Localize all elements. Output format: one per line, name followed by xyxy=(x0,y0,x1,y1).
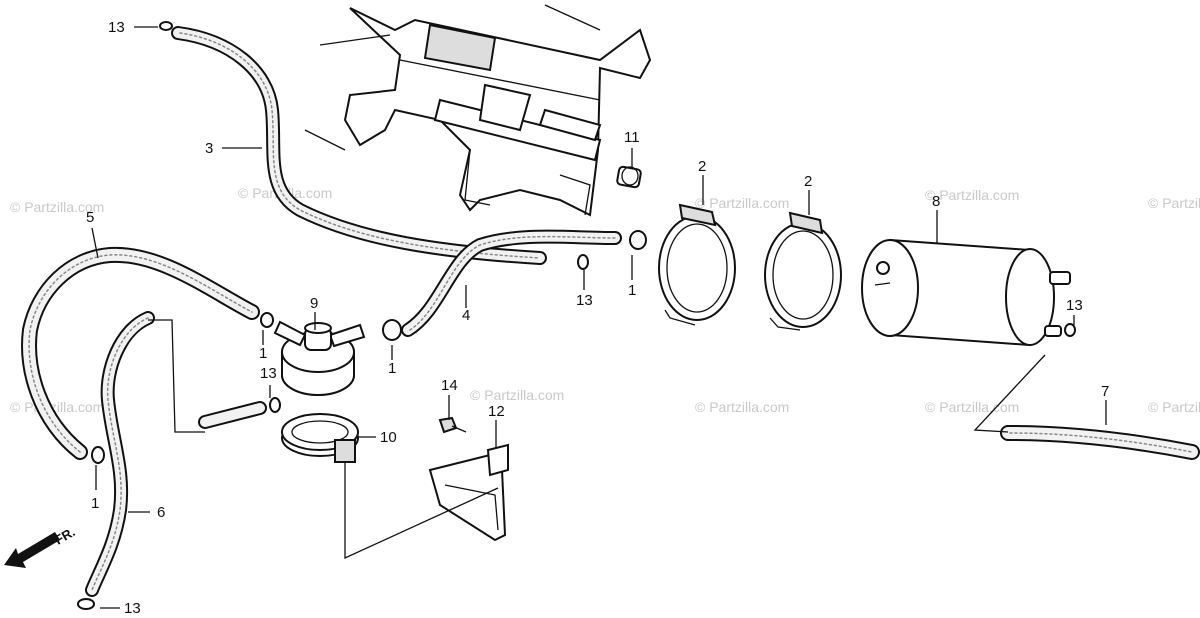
callout-1: 1 xyxy=(628,282,636,299)
clamp-icon xyxy=(577,254,589,270)
clamps xyxy=(77,21,1076,610)
frame-bracket xyxy=(304,4,652,217)
pump-holder-10 xyxy=(281,413,359,463)
fuel-filter-8 xyxy=(861,238,1071,347)
callout-13: 13 xyxy=(260,365,277,382)
joint-11 xyxy=(616,165,642,189)
hose-7 xyxy=(1000,425,1200,460)
watermark: © Partzilla.com xyxy=(1148,195,1200,211)
front-direction-marker: FR. xyxy=(4,524,78,568)
callout-12: 12 xyxy=(488,403,505,420)
callout-14: 14 xyxy=(441,377,458,394)
hose-6 xyxy=(85,311,155,597)
watermark: © Partzilla.com xyxy=(925,187,1019,203)
fuel-pump-9 xyxy=(273,320,366,396)
callout-13: 13 xyxy=(576,292,593,309)
clamp-icon xyxy=(159,21,173,31)
callout-13: 13 xyxy=(1066,297,1083,314)
hose-3 xyxy=(171,26,547,265)
clamp-icon xyxy=(1064,323,1076,337)
hose-5 xyxy=(21,246,260,460)
callout-1: 1 xyxy=(388,360,396,377)
callouts: 13 3 5 11 2 2 8 13 1 4 9 1 1 13 14 12 10… xyxy=(86,19,1109,617)
callout-13: 13 xyxy=(108,19,125,36)
callout-10: 10 xyxy=(380,429,397,446)
band-2-left xyxy=(658,203,736,326)
watermark: © Partzilla.com xyxy=(10,199,104,215)
watermark: © Partzilla.com xyxy=(695,399,789,415)
bolt-14 xyxy=(438,416,467,434)
callout-3: 3 xyxy=(205,140,213,157)
watermark: © Partzilla.com xyxy=(1148,399,1200,415)
callout-13: 13 xyxy=(124,600,141,617)
callout-1: 1 xyxy=(91,495,99,512)
fr-label: FR. xyxy=(52,524,78,547)
clamp-icon xyxy=(77,598,95,610)
watermark: © Partzilla.com xyxy=(925,399,1019,415)
callout-5: 5 xyxy=(86,209,94,226)
callout-6: 6 xyxy=(157,504,165,521)
callout-1: 1 xyxy=(259,345,267,362)
callout-7: 7 xyxy=(1101,383,1109,400)
leader-lines xyxy=(91,26,1107,609)
callout-4: 4 xyxy=(462,307,470,324)
clamp-icon xyxy=(91,446,105,464)
watermark: © Partzilla.com xyxy=(470,387,564,403)
watermarks: © Partzilla.com © Partzilla.com © Partzi… xyxy=(10,185,1200,415)
stay-12 xyxy=(428,443,509,542)
hose-4 xyxy=(401,229,622,337)
clamp-icon xyxy=(269,397,281,413)
band-2-right xyxy=(764,211,842,331)
watermark: © Partzilla.com xyxy=(10,399,104,415)
arrow-left-down-icon xyxy=(4,532,60,568)
callout-8: 8 xyxy=(932,193,940,210)
callout-2: 2 xyxy=(804,173,812,190)
clamp-icon xyxy=(629,230,647,250)
pipe-stub xyxy=(198,401,267,429)
callout-2: 2 xyxy=(698,158,706,175)
callout-11: 11 xyxy=(624,129,640,146)
clamp-icon xyxy=(260,312,274,328)
watermark: © Partzilla.com xyxy=(695,195,789,211)
callout-9: 9 xyxy=(310,295,318,312)
clamp-icon xyxy=(382,319,402,341)
